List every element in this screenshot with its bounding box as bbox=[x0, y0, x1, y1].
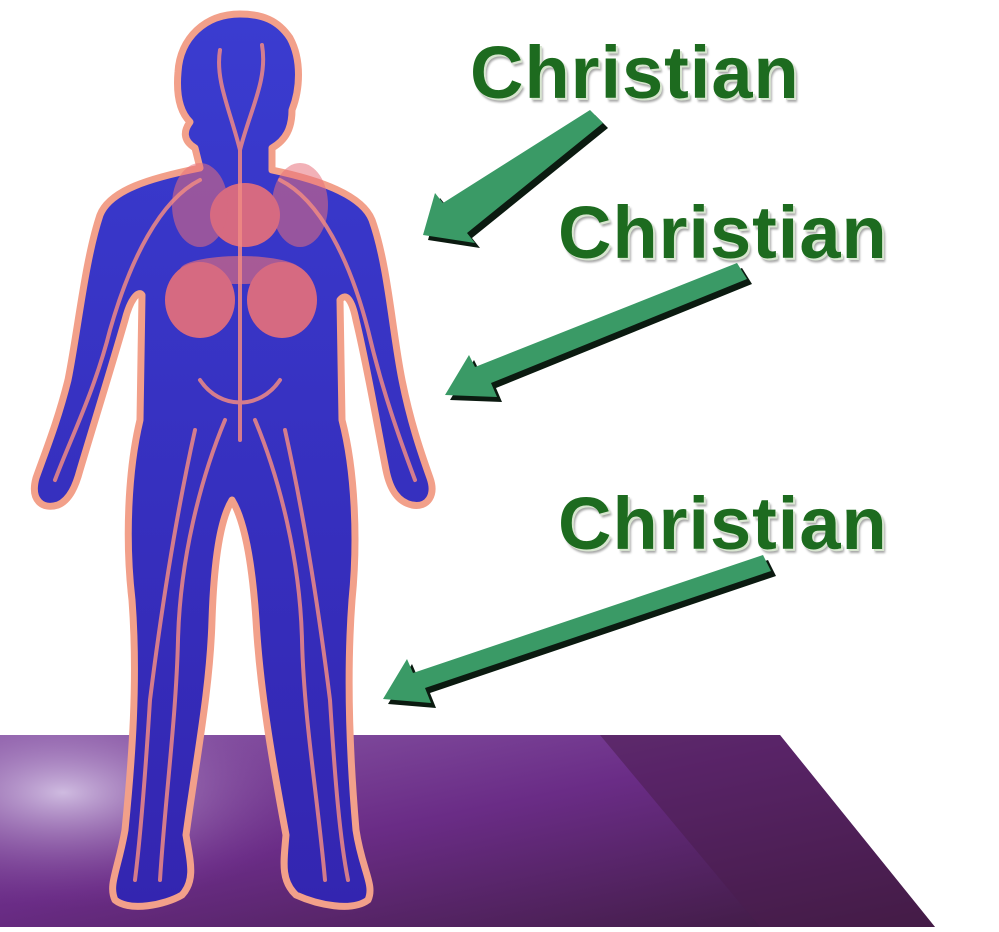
label-christian-2: Christian bbox=[558, 196, 888, 270]
label-christian-3: Christian bbox=[558, 487, 888, 561]
label-christian-1: Christian bbox=[470, 36, 800, 110]
left-lung bbox=[172, 163, 228, 247]
arrow-3 bbox=[383, 555, 776, 708]
right-lung bbox=[272, 163, 328, 247]
arrow-2 bbox=[445, 263, 752, 402]
